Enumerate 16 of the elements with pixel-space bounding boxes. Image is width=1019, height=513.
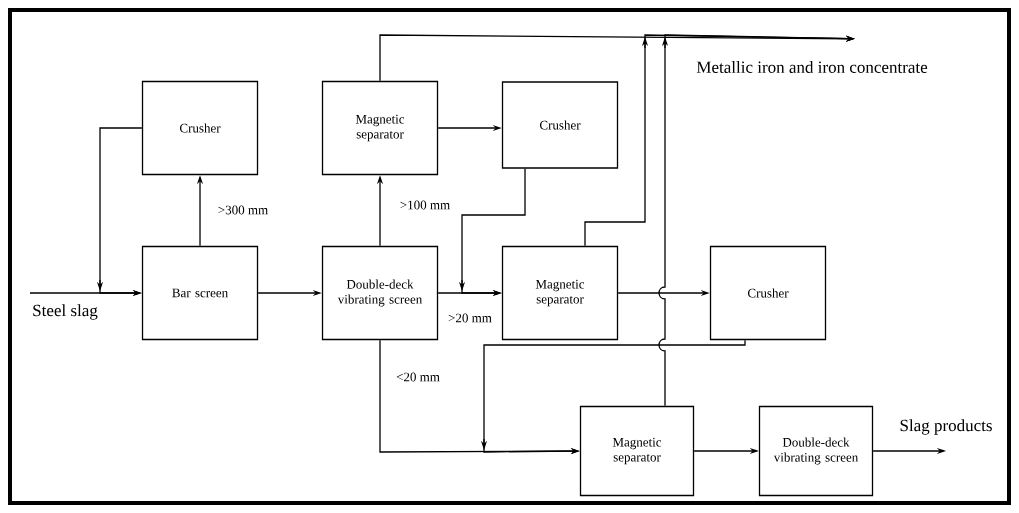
edge-label: <20 mm	[395, 371, 441, 383]
flow-label: Metallic iron and iron concentrate	[696, 61, 928, 73]
process-box: Crusher	[141, 80, 259, 176]
process-box: Magnetic separator	[579, 405, 695, 497]
flow-label: Steel slag	[33, 304, 98, 320]
edge-label: >100 mm	[398, 199, 452, 211]
process-box: Magnetic separator	[321, 80, 439, 176]
flow-label: Slag products	[900, 419, 992, 435]
process-box: Bar screen	[141, 245, 259, 341]
process-box: Crusher	[709, 245, 827, 341]
edge-label: >300 mm	[216, 204, 270, 216]
process-box: Magnetic separator	[501, 245, 619, 341]
edge-label: >20 mm	[447, 312, 493, 324]
process-box: Double-deck vibrating screen	[758, 405, 874, 497]
process-box: Crusher	[501, 81, 619, 169]
process-box: Double-deck vibrating screen	[321, 245, 439, 341]
